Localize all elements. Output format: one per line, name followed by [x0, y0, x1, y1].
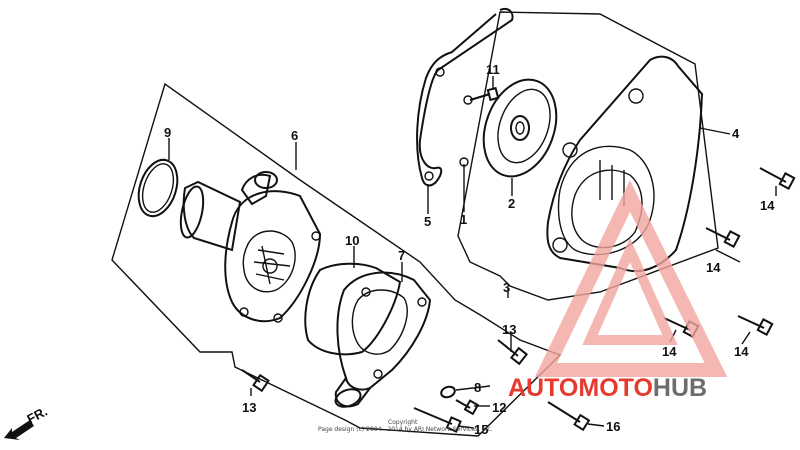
callout-2: 2	[508, 196, 515, 211]
watermark-logo: AUTOMOTOHUB	[508, 180, 728, 402]
bolt-13-a	[497, 339, 529, 366]
bolt-12	[455, 399, 480, 416]
callout-5: 5	[424, 214, 431, 229]
callout-16: 16	[606, 419, 620, 434]
callout-9: 9	[164, 125, 171, 140]
callout-14-b: 14	[706, 260, 721, 275]
callout-15: 15	[474, 422, 488, 437]
callout-14-d: 14	[734, 344, 749, 359]
watermark-triangle-icon	[534, 180, 728, 377]
copyright-line-2: Page design (c) 2004 - 2014 by ARI Netwo…	[318, 426, 493, 433]
copyright: Copyright Page design (c) 2004 - 2014 by…	[318, 419, 493, 433]
callout-8: 8	[474, 380, 481, 395]
bolt-14-b	[705, 227, 741, 248]
callout-10: 10	[345, 233, 359, 248]
bolt-13-b	[241, 369, 270, 393]
cover-assembly-boundary	[457, 11, 719, 301]
callout-7: 7	[398, 248, 405, 263]
watermark-part-moto: MOTO	[578, 374, 653, 402]
bolt-14-d	[737, 315, 774, 336]
copyright-line-1: Copyright	[388, 419, 418, 426]
pump-cover-7	[334, 271, 432, 408]
washer-8	[440, 385, 456, 399]
front-direction-indicator: FR.	[4, 404, 50, 440]
callout-11: 11	[486, 62, 500, 77]
gasket-10	[304, 262, 402, 356]
bolt-11	[469, 86, 500, 102]
callout-3: 3	[503, 280, 510, 295]
callout-14-a: 14	[760, 198, 775, 213]
callout-6: 6	[291, 128, 298, 143]
callout-4: 4	[732, 126, 740, 141]
seal-disc-2	[482, 78, 558, 178]
seal-plate-1	[459, 95, 473, 167]
callout-13-a: 13	[502, 322, 516, 337]
gasket-5	[416, 8, 514, 187]
bolt-14-a	[759, 167, 796, 190]
watermark-part-hub: HUB	[653, 374, 707, 402]
front-arrow-icon	[4, 420, 34, 440]
pump-assembly-boundary	[111, 82, 562, 437]
cover-housing-4	[546, 55, 704, 273]
callout-1: 1	[460, 212, 467, 227]
callout-13-b: 13	[242, 400, 256, 415]
callout-14-c: 14	[662, 344, 677, 359]
pump-body-6	[179, 171, 322, 323]
o-ring-9	[137, 158, 179, 218]
svg-text:AUTOMOTOHUB: AUTOMOTOHUB	[508, 374, 707, 402]
callout-12: 12	[492, 400, 506, 415]
bolt-16	[547, 401, 591, 432]
callouts: 9 6 10 7 11 2 1 5 4 14 14 3 14 14 13 13 …	[164, 62, 775, 437]
watermark-part-auto: AUTO	[508, 374, 578, 402]
